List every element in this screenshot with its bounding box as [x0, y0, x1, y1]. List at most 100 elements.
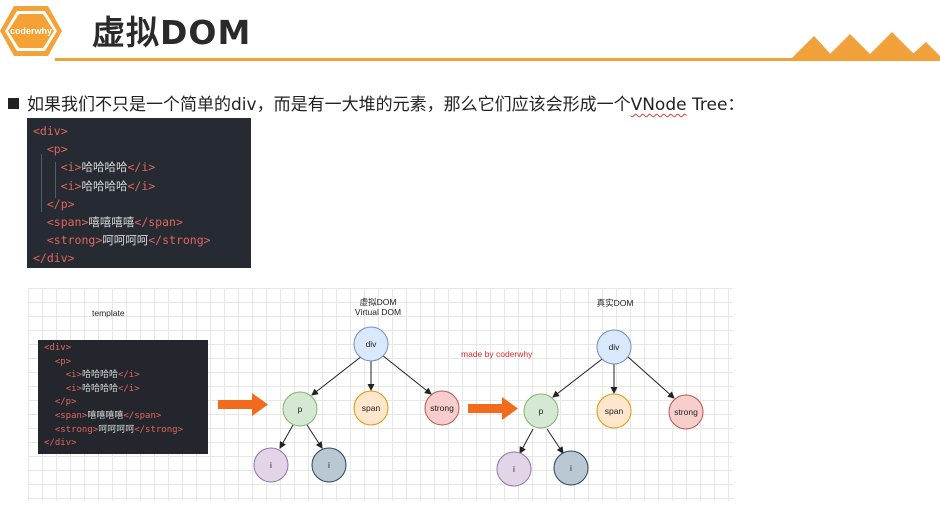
code-open-tag: </p> — [46, 196, 75, 211]
transform-arrow-icon — [468, 397, 518, 420]
title-underline — [55, 58, 940, 61]
code-close-tag: </strong> — [134, 424, 183, 435]
indent-guide — [55, 162, 56, 198]
code-line: <strong>呵呵呵呵</strong> — [33, 231, 251, 249]
vdom-node-div: div — [353, 326, 389, 362]
real-dom-label: 真实DOM — [596, 298, 634, 308]
bullet-square-icon — [8, 98, 19, 109]
real-dom-node-span: span — [596, 393, 632, 429]
code-line: <div> — [33, 122, 251, 140]
virtual-dom-label-cn: 虚拟DOM — [359, 297, 397, 307]
code-open-tag: </div> — [44, 438, 77, 449]
code-line: <i>哈哈哈哈</i> — [33, 158, 251, 176]
code-close-tag: </span> — [123, 410, 162, 421]
code-block: <div> <p> <i>哈哈哈哈</i> <i>哈哈哈哈</i> </p> <… — [27, 118, 251, 268]
vdom-node-i: i — [311, 447, 347, 483]
template-code-block: <div> <p> <i>哈哈哈哈</i> <i>哈哈哈哈</i> </p> <… — [38, 340, 208, 454]
code-line: <span>嘻嘻嘻嘻</span> — [44, 410, 208, 424]
tree-edge — [311, 355, 363, 396]
virtual-dom-label-en: Virtual DOM — [354, 307, 402, 317]
template-label: template — [92, 308, 125, 318]
code-close-tag: </strong> — [148, 233, 211, 248]
tree-edge — [279, 424, 294, 449]
slide-title: 虚拟DOM — [92, 13, 252, 52]
code-open-tag: <strong> — [46, 233, 103, 248]
made-by-label: made by coderwhy — [461, 349, 533, 359]
code-open-tag: <p> — [54, 356, 72, 367]
code-text: 嘻嘻嘻嘻 — [87, 410, 124, 421]
code-line: <p> — [33, 140, 251, 158]
code-text: 哈哈哈哈 — [81, 370, 118, 381]
svg-text:i: i — [270, 460, 272, 470]
svg-text:span: span — [605, 406, 624, 416]
real-dom-node-p: p — [523, 393, 559, 429]
code-line: <p> — [44, 356, 208, 370]
bullet-vnode: VNode — [630, 95, 687, 115]
code-open-tag: <span> — [54, 410, 88, 421]
code-line: </div> — [44, 437, 208, 451]
code-line: <i>哈哈哈哈</i> — [44, 369, 208, 383]
bullet-point: 如果我们不只是一个简单的div，而是有一大堆的元素，那么它们应该会形成一个VNo… — [8, 90, 744, 115]
code-line: <div> — [44, 342, 208, 356]
code-text: 哈哈哈哈 — [81, 160, 128, 175]
code-close-tag: </span> — [134, 214, 183, 229]
code-line: <strong>呵呵呵呵</strong> — [44, 424, 208, 438]
real-dom-node-strong: strong — [668, 394, 704, 430]
real-dom-node-div: div — [596, 329, 632, 365]
code-open-tag: <div> — [44, 343, 72, 353]
code-open-tag: </p> — [54, 397, 77, 408]
code-open-tag: <i> — [60, 160, 82, 175]
code-open-tag: <i> — [65, 370, 82, 381]
code-text: 嘻嘻嘻嘻 — [88, 214, 135, 229]
code-close-tag: </i> — [117, 383, 140, 394]
virtual-dom-label: 虚拟DOM Virtual DOM — [348, 297, 408, 317]
svg-text:i: i — [570, 463, 572, 473]
real-dom-node-i: i — [496, 451, 532, 487]
indent-guide — [41, 154, 42, 212]
tree-edge — [546, 428, 564, 454]
logo-text: coderwhy — [10, 26, 52, 36]
vdom-node-strong: strong — [424, 390, 460, 426]
mountain-peaks-decoration — [790, 32, 940, 60]
vdom-node-span: span — [353, 390, 389, 426]
svg-text:div: div — [609, 342, 621, 352]
tree-edge — [519, 428, 534, 454]
code-line: </p> — [33, 195, 251, 213]
code-open-tag: </div> — [33, 251, 75, 266]
code-line: </div> — [33, 249, 251, 267]
tree-edge — [626, 355, 675, 399]
transform-arrow-icon — [218, 393, 268, 416]
code-text: 哈哈哈哈 — [81, 383, 118, 394]
vdom-node-i: i — [253, 447, 289, 483]
code-close-tag: </i> — [117, 370, 140, 381]
svg-text:span: span — [362, 403, 381, 413]
code-open-tag: <span> — [46, 214, 89, 229]
code-line: </p> — [44, 396, 208, 410]
code-close-tag: </i> — [127, 178, 156, 193]
code-open-tag: <p> — [46, 142, 68, 157]
code-close-tag: </i> — [127, 160, 156, 175]
tree-edge — [306, 424, 323, 449]
svg-text:p: p — [539, 406, 544, 416]
code-text: 呵呵呵呵 — [102, 233, 149, 248]
svg-text:i: i — [513, 464, 515, 474]
bullet-text-after: Tree： — [686, 95, 745, 115]
slide-header: coderwhy 虚拟DOM — [0, 0, 940, 62]
code-open-tag: <i> — [60, 178, 82, 193]
code-line: <i>哈哈哈哈</i> — [33, 177, 251, 195]
svg-text:i: i — [328, 460, 330, 470]
coderwhy-logo: coderwhy — [0, 6, 62, 56]
tree-edge — [552, 355, 607, 398]
svg-text:strong: strong — [430, 403, 454, 413]
real-dom-node-i: i — [553, 450, 589, 486]
vdom-node-p: p — [282, 391, 318, 427]
svg-text:strong: strong — [674, 407, 698, 417]
code-open-tag: <div> — [33, 124, 68, 138]
code-line: <i>哈哈哈哈</i> — [44, 383, 208, 397]
svg-text:p: p — [298, 404, 303, 414]
code-open-tag: <i> — [65, 383, 82, 394]
tree-edge — [381, 354, 432, 395]
bullet-text-before: 如果我们不只是一个简单的div，而是有一大堆的元素，那么它们应该会形成一个 — [27, 95, 631, 115]
code-line: <span>嘻嘻嘻嘻</span> — [33, 213, 251, 231]
